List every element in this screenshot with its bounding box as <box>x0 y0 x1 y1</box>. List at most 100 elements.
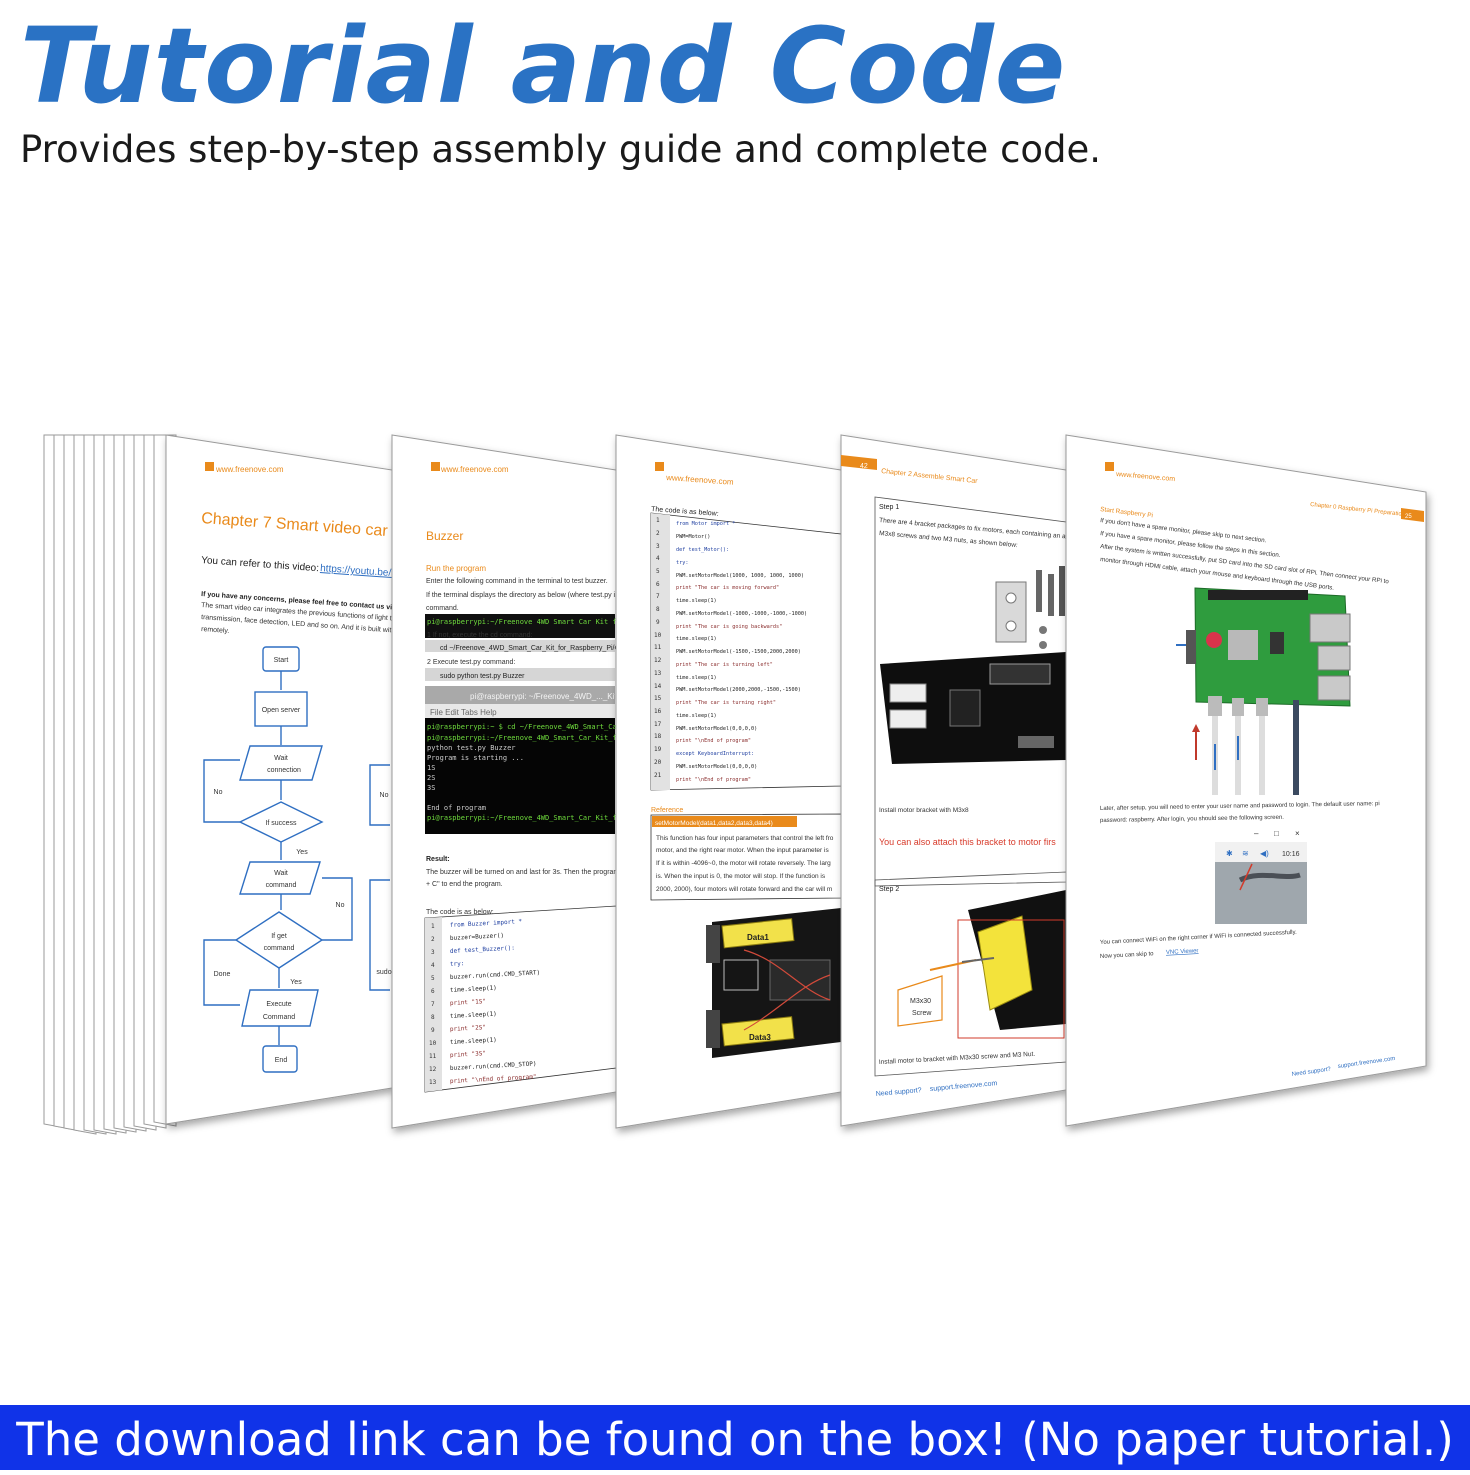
p1-flow-wait: Wait <box>274 755 288 762</box>
p3-code-2: def test_Motor(): <box>676 547 729 553</box>
p2-result-1: + C" to end the program. <box>426 881 503 888</box>
p3-chassis-illustration: Data1 Data3 <box>706 908 841 1058</box>
svg-text:1: 1 <box>656 517 660 524</box>
p2-term-line-0: pi@raspberrypi:~ $ cd ~/Freenove_4WD_Sma… <box>427 723 630 731</box>
p5-vnc-link[interactable]: VNC Viewer <box>1166 948 1199 956</box>
svg-text:20: 20 <box>654 759 662 766</box>
p5-later-1: password: raspberry. After login, you sh… <box>1100 815 1284 824</box>
p2-cmd-1: cd ~/Freenove_4WD_Smart_Car_Kit_for_Rasp… <box>440 645 633 652</box>
p4-motor-illustration: M3x30 Screw <box>897 890 1066 1039</box>
footer-banner: The download link can be found on the bo… <box>0 1405 1470 1470</box>
svg-text:5: 5 <box>656 568 660 575</box>
p3-code-4: PWM.setMotorModel(1000, 1000, 1000, 1000… <box>676 573 804 579</box>
p4-bracket-illustration <box>880 566 1066 764</box>
page-raspberry-pi-preparation: www.freenove.com Chapter 0 Raspberry Pi … <box>1065 434 1427 1127</box>
svg-text:9: 9 <box>656 619 660 626</box>
wifi-icon[interactable]: ≋ <box>1242 849 1249 858</box>
p3-code-17: print "\nEnd of program" <box>676 738 751 744</box>
svg-text:21: 21 <box>654 772 662 779</box>
p2-code-4: buzzer.run(cmd.CMD_START) <box>450 969 541 981</box>
p3-code-19: PWM.setMotorModel(0,0,0,0) <box>676 764 757 770</box>
svg-text:4: 4 <box>431 962 435 969</box>
page-subtitle: Provides step-by-step assembly guide and… <box>20 128 1102 171</box>
p5-clock: 10:16 <box>1282 851 1300 858</box>
p2-code-intro: The code is as below: <box>426 909 494 916</box>
p2-term-line-1: pi@raspberrypi:~/Freenove_4WD_Smart_Car_… <box>427 734 630 742</box>
svg-text:2: 2 <box>431 936 435 943</box>
p3-code-20: print "\nEnd of program" <box>676 777 751 783</box>
p3-ref-2: If it is within -4096~0, the motor will … <box>656 860 831 867</box>
page-stack <box>43 434 177 1135</box>
svg-text:□: □ <box>1274 829 1279 838</box>
p4-caption-1: Install motor bracket with M3x8 <box>879 807 969 814</box>
p5-vnc-prefix: Now you can skip to <box>1100 951 1155 960</box>
tutorial-pages-illustration: www.freenove.com Chapter 7 Smart video c… <box>43 434 1427 1135</box>
svg-text:–: – <box>1254 829 1259 838</box>
p5-desktop-screenshot: – □ × ✱ ≋ ◀) 10:16 <box>1215 829 1307 924</box>
page-buzzer: www.freenove.com Buzzer Run the program … <box>391 434 635 1129</box>
p2-code-12: print "\nEnd of program" <box>450 1073 537 1085</box>
p1-flow-execute-command: Command <box>263 1014 295 1021</box>
p2-line-2: command. <box>426 605 459 612</box>
p2-code-0: from Buzzer import * <box>450 918 523 929</box>
p3-code-11: print "The car is turning left" <box>676 662 773 668</box>
page-title: Tutorial and Code <box>20 5 1067 127</box>
p3-ref-3: is. When the input is 0, the motor will … <box>656 873 826 880</box>
volume-icon[interactable]: ◀) <box>1260 849 1269 858</box>
svg-text:9: 9 <box>431 1027 435 1034</box>
svg-text:12: 12 <box>654 657 662 664</box>
p1-site: www.freenove.com <box>215 465 284 474</box>
p4-step-1: Step 1 <box>879 504 899 511</box>
p2-step-2: 2 Execute test.py command: <box>427 659 515 666</box>
svg-text:2: 2 <box>656 530 660 537</box>
p2-code-5: time.sleep(1) <box>450 985 497 994</box>
p4-note: You can also attach this bracket to moto… <box>879 837 1056 847</box>
p2-term-line-4: 1S <box>427 764 435 772</box>
p2-line-1: If the terminal displays the directory a… <box>426 592 623 599</box>
p5-page-no: 25 <box>1405 514 1412 520</box>
svg-text:8: 8 <box>431 1014 435 1021</box>
p3-ref-0: This function has four input parameters … <box>656 835 834 842</box>
p3-code-10: PWM.setMotorModel(-1500,-1500,2000,2000) <box>676 649 801 655</box>
p2-term-line-9: pi@raspberrypi:~/Freenove_4WD_Smart_Car_… <box>427 814 630 822</box>
svg-text:12: 12 <box>429 1066 437 1073</box>
p2-code-1: buzzer=Buzzer() <box>450 932 504 942</box>
p2-result-0: The buzzer will be turned on and last fo… <box>426 869 619 876</box>
p2-site: www.freenove.com <box>440 465 509 474</box>
p3-ref-4: 2000, 2000), four motors will rotate for… <box>656 886 832 893</box>
p3-reference: Reference <box>651 807 683 814</box>
p1-video-link[interactable]: https://youtu.be/S <box>320 563 399 579</box>
svg-text:13: 13 <box>429 1079 437 1086</box>
p2-code-8: print "2S" <box>450 1024 486 1033</box>
p2-run: Run the program <box>426 564 486 573</box>
p5-support[interactable]: Need support? <box>1291 1066 1331 1078</box>
svg-text:11: 11 <box>429 1053 437 1060</box>
p3-code-intro: The code is as below: <box>651 506 719 518</box>
p2-term-title: pi@raspberrypi: ~/Freenove_4WD_..._Kit_f… <box>470 692 635 701</box>
p1-flow-yes-1: Yes <box>296 849 308 856</box>
svg-text:8: 8 <box>656 606 660 613</box>
p1-flow-done: Done <box>214 971 231 978</box>
p1-flow-yes-2: Yes <box>290 979 302 986</box>
p3-code-3: try: <box>676 560 689 566</box>
svg-text:3: 3 <box>431 949 435 956</box>
p1-body-2: remotely. <box>201 626 230 635</box>
p3-code-1: PWM=Motor() <box>676 534 710 540</box>
svg-text:13: 13 <box>654 670 662 677</box>
p1-flow-open-server: Open server <box>262 707 301 714</box>
p4-screw-2: Screw <box>912 1010 932 1017</box>
p4-support[interactable]: Need support? <box>876 1087 922 1098</box>
p2-cmd-2: sudo python test.py Buzzer <box>440 673 525 680</box>
p2-prompt: pi@raspberrypi:~/Freenove 4WD Smart Car … <box>427 618 625 626</box>
page-chapter-7: www.freenove.com Chapter 7 Smart video c… <box>165 434 402 1125</box>
p5-raspberry-pi-illustration <box>1176 587 1351 795</box>
p2-code-9: time.sleep(1) <box>450 1037 497 1046</box>
p2-term-line-5: 2S <box>427 774 435 782</box>
p2-line-0: Enter the following command in the termi… <box>426 578 608 585</box>
svg-text:17: 17 <box>654 721 662 728</box>
p5-later-0: Later, after setup, you will need to ent… <box>1100 801 1380 812</box>
p2-term-line-6: 3S <box>427 784 435 792</box>
bluetooth-icon[interactable]: ✱ <box>1226 849 1233 858</box>
p1-flow-command-2: command <box>264 945 295 952</box>
svg-text:3: 3 <box>656 543 660 550</box>
